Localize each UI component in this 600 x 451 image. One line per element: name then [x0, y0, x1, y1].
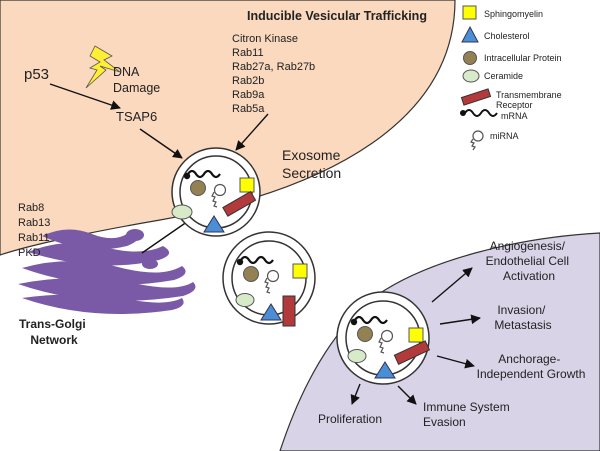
mirna-icon — [211, 183, 227, 208]
ceramide-icon — [235, 293, 255, 307]
arrow-to-anchorage — [436, 355, 475, 369]
mirna-icon — [378, 329, 394, 354]
transmembrane-receptor-icon — [460, 88, 492, 106]
intracellular-protein-icon — [463, 51, 477, 65]
diagram-title: Inducible Vesicular Trafficking — [247, 9, 427, 23]
arrow-to-invasion — [439, 314, 481, 325]
mrna-icon — [460, 109, 498, 117]
cholesterol-icon — [203, 215, 225, 233]
legend-mrna: mRNA — [501, 111, 528, 121]
legend-cholesterol: Cholesterol — [484, 31, 530, 41]
tsap6-label: TSAP6 — [116, 109, 157, 124]
arrow-trafficking-to-exosome — [235, 113, 269, 151]
p53-label: p53 — [24, 66, 49, 83]
vesicle-recipient — [336, 291, 431, 385]
legend-intracellular-protein: Intracellular Protein — [484, 53, 562, 63]
sphingomyelin-icon — [462, 5, 477, 20]
arrow-to-immune-evasion — [397, 385, 417, 405]
intracellular-protein-icon — [357, 326, 373, 342]
cholesterol-icon — [461, 25, 479, 43]
transmembrane-receptor-icon — [393, 340, 431, 365]
outcome-anchorage: Anchorage- Independent Growth — [477, 352, 586, 381]
vesicle-transit — [222, 231, 316, 327]
trafficking-protein-list: Citron Kinase Rab11 Rab27a, Rab27b Rab2b… — [232, 33, 318, 115]
arrow-tsap6-to-exosome — [139, 128, 183, 159]
recipient-cell — [279, 232, 600, 451]
ceramide-icon — [171, 204, 193, 220]
lightning-bolt-icon — [85, 45, 121, 89]
arrow-p53-to-tsap6 — [49, 83, 121, 110]
outcome-angiogenesis: Angiogenesis/ Endothelial Cell Activatio… — [486, 239, 573, 283]
exosome-secretion-label: Exosome Secretion — [282, 147, 344, 181]
outcome-immune-evasion: Immune System Evasion — [423, 400, 513, 429]
sphingomyelin-icon — [292, 263, 308, 279]
transmembrane-receptor-icon — [282, 295, 296, 327]
legend: Sphingomyelin Cholesterol Intracellular … — [460, 5, 564, 151]
outcome-proliferation: Proliferation — [318, 412, 382, 426]
mirna-icon — [470, 130, 484, 151]
trans-golgi-network — [18, 229, 196, 314]
cholesterol-icon — [260, 303, 282, 321]
ceramide-icon — [347, 349, 367, 363]
cholesterol-icon — [374, 361, 396, 379]
dna-damage-label: DNA Damage — [113, 65, 160, 95]
arrow-to-proliferation — [350, 383, 361, 405]
vesicle-donor — [171, 147, 261, 237]
ceramide-icon — [462, 69, 480, 83]
sphingomyelin-icon — [239, 177, 255, 193]
transmembrane-receptor-icon — [222, 190, 257, 217]
arrow-to-angiogenesis — [431, 267, 473, 303]
intracellular-protein-icon — [243, 266, 259, 282]
golgi-protein-list: Rab8 Rab13 Rab11 PKD — [18, 202, 53, 259]
legend-sphingomyelin: Sphingomyelin — [484, 9, 543, 19]
sphingomyelin-icon — [408, 327, 424, 343]
trans-golgi-label: Trans-Golgi Network — [19, 317, 89, 347]
intracellular-protein-icon — [190, 180, 206, 196]
legend-ceramide: Ceramide — [484, 71, 523, 81]
mirna-icon — [264, 269, 280, 294]
legend-mirna: miRNA — [490, 131, 519, 141]
legend-transmembrane-receptor: Transmembrane Receptor — [496, 90, 564, 110]
outcome-invasion: Invasion/ Metastasis — [494, 303, 551, 332]
